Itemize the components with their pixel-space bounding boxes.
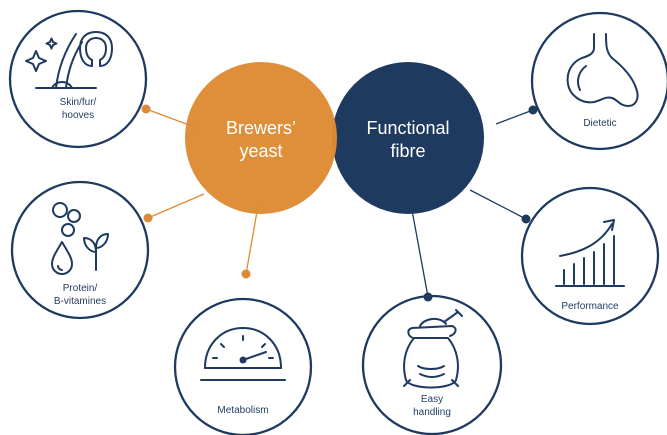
connector-dietetic xyxy=(495,109,534,125)
dot-protein xyxy=(143,213,153,223)
bar-chart-arrow-icon xyxy=(555,219,625,287)
node-label-dietetic: Dietetic xyxy=(560,117,640,130)
dot-performance xyxy=(521,214,531,224)
node-dietetic-line1: Dietetic xyxy=(583,118,617,129)
hub-functional-fibre xyxy=(332,62,484,214)
node-label-protein: Protein/ B-vitamines xyxy=(38,282,122,308)
molecule-drop-leaf-icon xyxy=(51,202,109,275)
node-ring-dietetic xyxy=(530,11,667,151)
hub-label-functional-fibre: Functional fibre xyxy=(352,117,464,163)
node-protein-line2: B-vitamines xyxy=(53,296,107,307)
gauge-icon xyxy=(200,327,286,381)
node-performance-line1: Performance xyxy=(561,301,619,312)
hub-brewers-yeast-line1: Brewers’ xyxy=(225,118,296,138)
node-label-metabolism: Metabolism xyxy=(203,404,283,417)
connector-metabolism xyxy=(245,205,259,275)
hub-brewers-yeast xyxy=(185,62,337,214)
hub-brewers-yeast-line2: yeast xyxy=(239,141,283,161)
connector-protein xyxy=(147,193,205,219)
connector-performance xyxy=(469,189,527,220)
node-skin-line2: hooves xyxy=(61,110,95,121)
hub-functional-fibre-line2: fibre xyxy=(390,141,426,161)
node-ring-skin xyxy=(8,9,148,149)
hub-functional-fibre-line1: Functional xyxy=(366,118,450,138)
hair-horseshoe-icon xyxy=(25,31,113,89)
dot-skin xyxy=(141,104,151,114)
node-ring-performance xyxy=(520,186,660,326)
feed-sack-icon xyxy=(403,309,463,389)
dot-dietetic xyxy=(528,105,538,115)
connector-easy-handling xyxy=(411,209,429,298)
node-protein-line1: Protein/ xyxy=(62,283,98,294)
node-label-performance: Performance xyxy=(550,300,630,313)
node-metabolism-line1: Metabolism xyxy=(217,405,269,416)
dot-easy-handling xyxy=(423,292,433,302)
dot-metabolism xyxy=(241,269,251,279)
node-easy-handling-line1: Easy xyxy=(420,394,444,405)
node-skin-line1: Skin/fur/ xyxy=(59,97,97,108)
stomach-icon xyxy=(566,33,639,107)
node-label-easy-handling: Easy handling xyxy=(392,393,472,419)
node-ring-protein xyxy=(10,180,150,320)
hub-label-brewers-yeast: Brewers’ yeast xyxy=(205,117,317,163)
node-label-skin: Skin/fur/ hooves xyxy=(38,96,118,122)
node-easy-handling-line2: handling xyxy=(413,407,451,418)
